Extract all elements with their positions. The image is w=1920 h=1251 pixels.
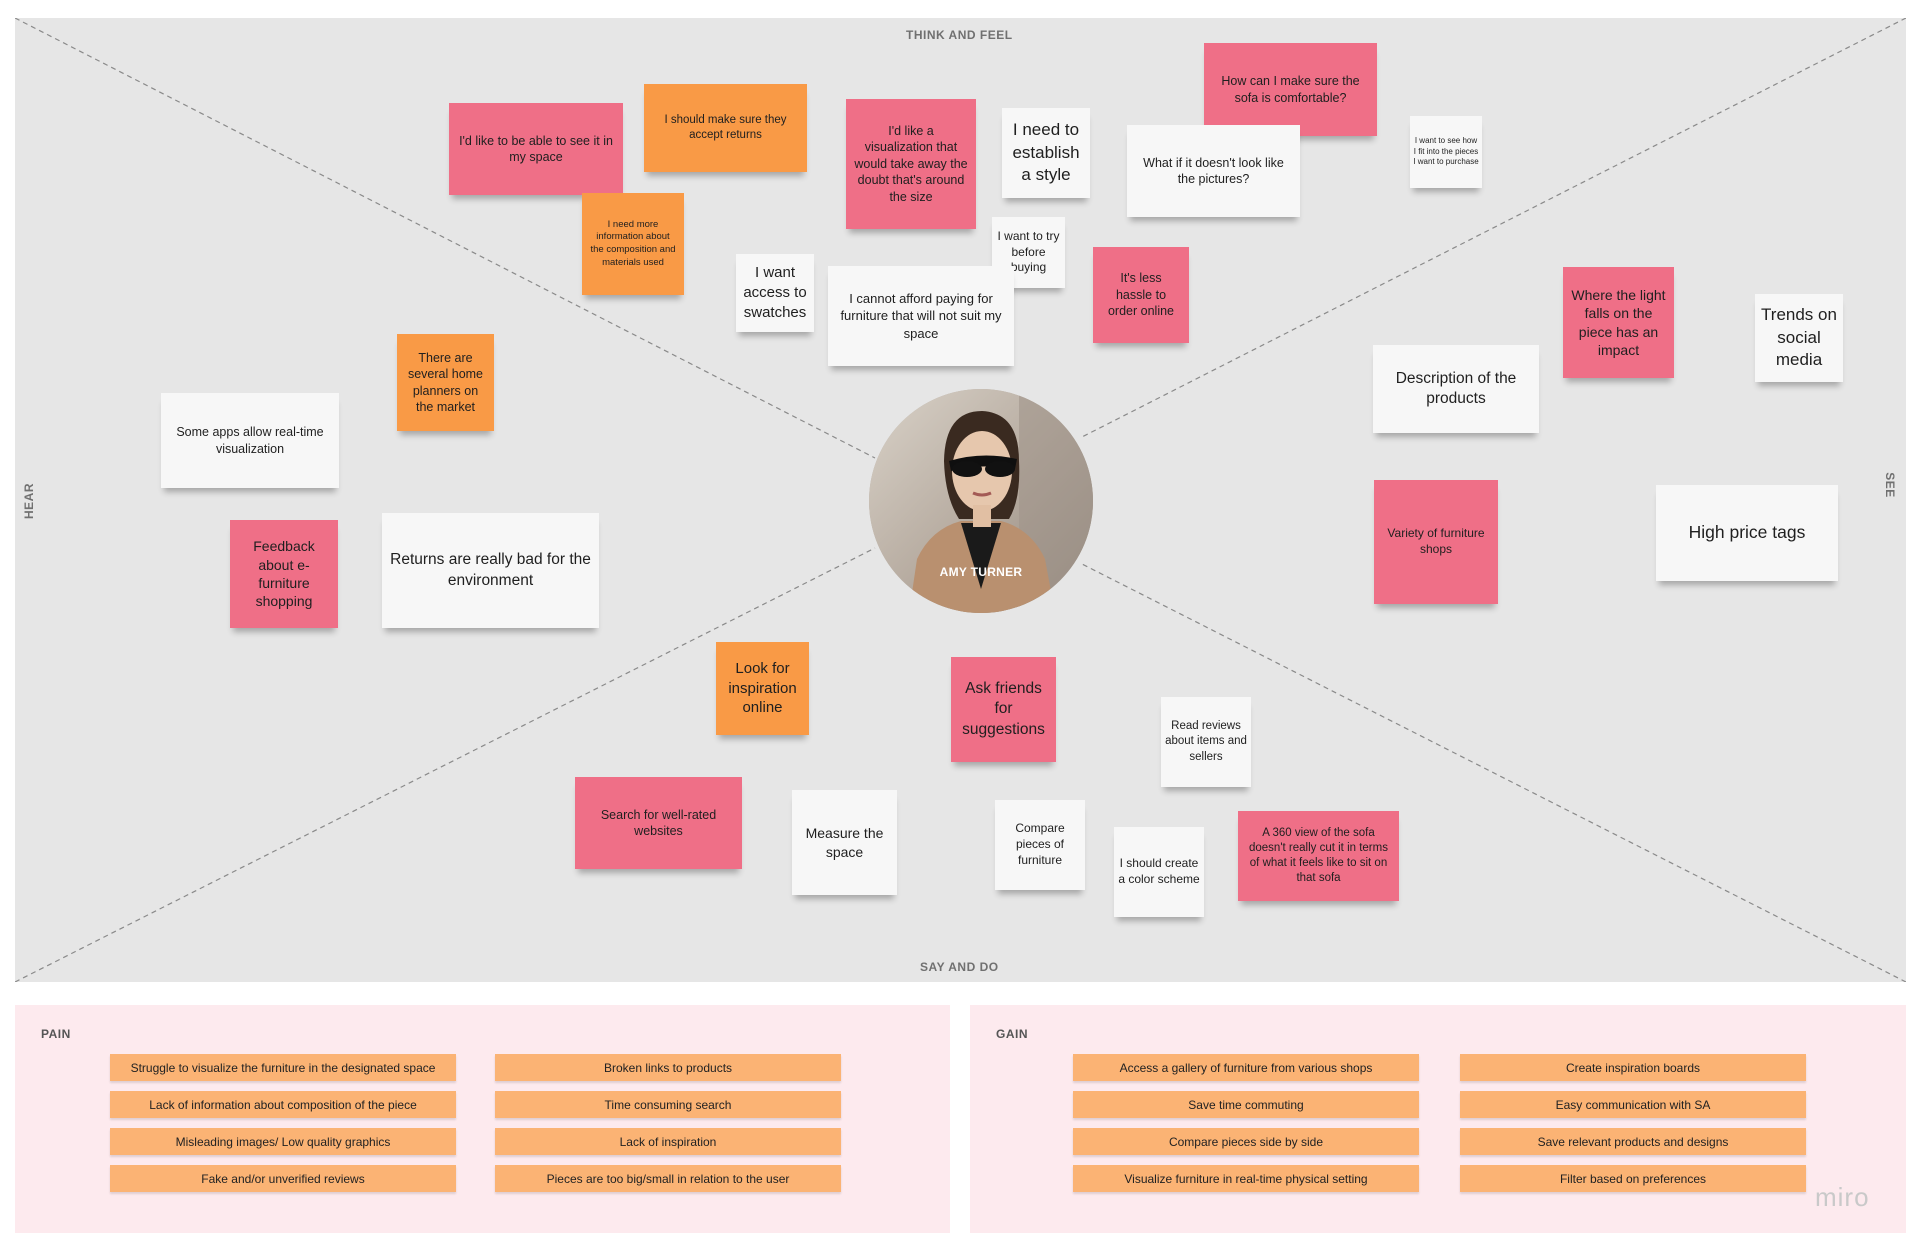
sticky-note[interactable]: I need more information about the compos… <box>582 193 684 295</box>
quadrant-label-say-do: SAY AND DO <box>920 960 999 974</box>
sticky-note[interactable]: Ask friends for suggestions <box>951 657 1056 762</box>
gain-item[interactable]: Visualize furniture in real-time physica… <box>1073 1165 1419 1192</box>
gain-item[interactable]: Access a gallery of furniture from vario… <box>1073 1054 1419 1081</box>
gain-item[interactable]: Compare pieces side by side <box>1073 1128 1419 1155</box>
sticky-note[interactable]: Returns are really bad for the environme… <box>382 513 599 628</box>
sticky-note[interactable]: I'd like to be able to see it in my spac… <box>449 103 623 195</box>
sticky-note[interactable]: Measure the space <box>792 790 897 895</box>
pain-item[interactable]: Time consuming search <box>495 1091 841 1118</box>
pain-title: PAIN <box>41 1027 71 1041</box>
pain-item[interactable]: Lack of inspiration <box>495 1128 841 1155</box>
gain-item[interactable]: Create inspiration boards <box>1460 1054 1806 1081</box>
pain-item[interactable]: Lack of information about composition of… <box>110 1091 456 1118</box>
gain-panel: GAIN <box>970 1005 1906 1233</box>
gain-item[interactable]: Easy communication with SA <box>1460 1091 1806 1118</box>
sticky-note[interactable]: I want access to swatches <box>736 254 814 332</box>
pain-panel: PAIN <box>15 1005 950 1233</box>
sticky-note[interactable]: Variety of furniture shops <box>1374 480 1498 604</box>
pain-item[interactable]: Struggle to visualize the furniture in t… <box>110 1054 456 1081</box>
gain-item[interactable]: Save time commuting <box>1073 1091 1419 1118</box>
gain-title: GAIN <box>996 1027 1028 1041</box>
pain-item[interactable]: Misleading images/ Low quality graphics <box>110 1128 456 1155</box>
sticky-note[interactable]: Feedback about e-furniture shopping <box>230 520 338 628</box>
sticky-note[interactable]: It's less hassle to order online <box>1093 247 1189 343</box>
sticky-note[interactable]: What if it doesn't look like the picture… <box>1127 125 1300 217</box>
sticky-note[interactable]: I should create a color scheme <box>1114 827 1204 917</box>
sticky-note[interactable]: I cannot afford paying for furniture tha… <box>828 266 1014 366</box>
persona-portrait-image <box>869 389 1093 613</box>
sticky-note[interactable]: Read reviews about items and sellers <box>1161 697 1251 787</box>
sticky-note[interactable]: Compare pieces of furniture <box>995 800 1085 890</box>
pain-item[interactable]: Pieces are too big/small in relation to … <box>495 1165 841 1192</box>
miro-logo: miro <box>1815 1182 1870 1212</box>
sticky-note[interactable]: I want to try before buying <box>992 217 1065 288</box>
sticky-note[interactable]: I should make sure they accept returns <box>644 84 807 172</box>
gain-item[interactable]: Filter based on preferences <box>1460 1165 1806 1192</box>
sticky-note[interactable]: Search for well-rated websites <box>575 777 742 869</box>
sticky-note[interactable]: I'd like a visualization that would take… <box>846 99 976 229</box>
sticky-note[interactable]: High price tags <box>1656 485 1838 581</box>
quadrant-dividers <box>15 18 1906 982</box>
persona-name: AMY TURNER <box>939 565 1023 579</box>
sticky-note[interactable]: How can I make sure the sofa is comforta… <box>1204 43 1377 136</box>
sticky-note[interactable]: Description of the products <box>1373 345 1539 433</box>
sticky-note[interactable]: I want to see how I fit into the pieces … <box>1410 116 1482 188</box>
sticky-note[interactable]: There are several home planners on the m… <box>397 334 494 431</box>
sticky-note[interactable]: Where the light falls on the piece has a… <box>1563 267 1674 378</box>
persona-avatar[interactable]: AMY TURNER <box>869 389 1093 613</box>
pain-item[interactable]: Broken links to products <box>495 1054 841 1081</box>
pain-item[interactable]: Fake and/or unverified reviews <box>110 1165 456 1192</box>
sticky-note[interactable]: I need to establish a style <box>1002 108 1090 198</box>
quadrant-label-think-feel: THINK AND FEEL <box>906 28 1013 42</box>
sticky-note[interactable]: Look for inspiration online <box>716 642 809 735</box>
sticky-note[interactable]: A 360 view of the sofa doesn't really cu… <box>1238 811 1399 901</box>
gain-item[interactable]: Save relevant products and designs <box>1460 1128 1806 1155</box>
sticky-note[interactable]: Some apps allow real-time visualization <box>161 393 339 488</box>
quadrant-label-see: SEE <box>1882 472 1897 498</box>
sticky-note[interactable]: Trends on social media <box>1755 294 1843 382</box>
quadrant-label-hear: HEAR <box>22 482 37 520</box>
